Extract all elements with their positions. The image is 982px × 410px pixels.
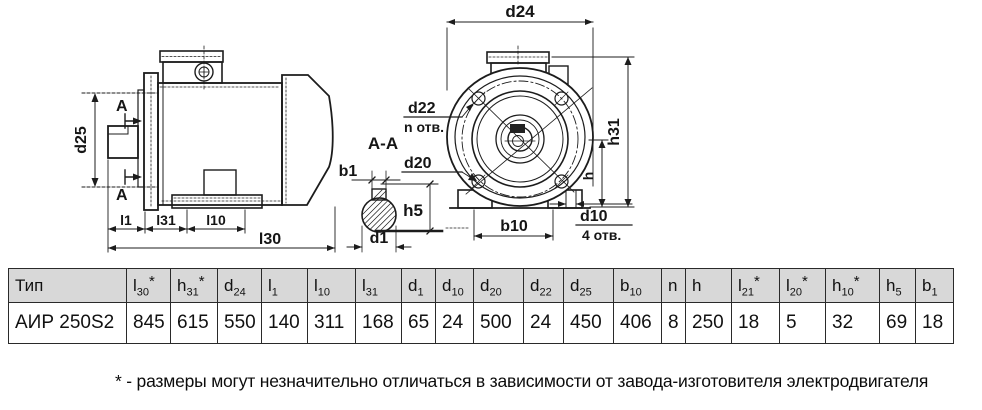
dim-label-d20: d20 xyxy=(404,155,432,172)
cell-h: 250 xyxy=(685,302,732,344)
col-header-h: h xyxy=(685,268,732,303)
dim-label-h31: h31 xyxy=(606,118,623,146)
col-header-l21: l21* xyxy=(731,268,780,303)
col-header-h10: h10* xyxy=(825,268,880,303)
col-header-l20: l20* xyxy=(779,268,826,303)
cell-h31: 615 xyxy=(170,302,218,344)
col-header-n: n xyxy=(661,268,686,303)
dim-label-d22: d22 xyxy=(408,100,436,117)
bolt-circle xyxy=(461,80,579,198)
dim-label-l1: l1 xyxy=(120,212,132,228)
dim-label-d1: d1 xyxy=(370,230,389,247)
cell-n: 8 xyxy=(661,302,686,344)
cell-d1: 65 xyxy=(401,302,436,344)
dim-label-l10: l10 xyxy=(206,212,226,228)
cell-d22: 24 xyxy=(523,302,564,344)
front-view xyxy=(401,19,635,241)
cell-d10: 24 xyxy=(435,302,474,344)
col-header-h31: h31* xyxy=(170,268,218,303)
dim-label-d10: d10 xyxy=(580,208,608,225)
foot-pedestal xyxy=(203,169,237,196)
technical-drawing: d25 А А l1 l31 l10 l30 А-А b1 h5 d1 d24 … xyxy=(73,2,635,253)
side-view xyxy=(81,45,336,253)
motor-body xyxy=(157,82,283,206)
col-header-d1: d1 xyxy=(401,268,436,303)
col-header-h5: h5 xyxy=(879,268,916,303)
col-header-l10: l10 xyxy=(307,268,356,303)
cell-h10: 32 xyxy=(825,302,880,344)
dim-label-d24: d24 xyxy=(505,2,535,21)
cell-l20: 5 xyxy=(779,302,826,344)
section-marker-a-top: А xyxy=(116,98,128,115)
col-header-l30: l30* xyxy=(126,268,171,303)
table-row: АИР 250S2 845 615 550 140 311 168 65 24 … xyxy=(8,302,954,344)
cell-l10: 311 xyxy=(307,302,356,344)
dim-label-l30: l30 xyxy=(259,231,281,248)
col-header-l1: l1 xyxy=(261,268,308,303)
dim-label-l31: l31 xyxy=(156,212,176,228)
dim-label-b10: b10 xyxy=(500,218,528,235)
cell-l30: 845 xyxy=(126,302,171,344)
table-header-row: Тип l30* h31* d24 l1 l10 l31 d1 d10 d20 … xyxy=(8,268,954,303)
dim-label-b1: b1 xyxy=(339,163,358,180)
col-header-d22: d22 xyxy=(523,268,564,303)
col-header-type: Тип xyxy=(8,268,127,303)
col-header-d24: d24 xyxy=(217,268,262,303)
cell-l31: 168 xyxy=(355,302,402,344)
cell-d25: 450 xyxy=(563,302,614,344)
col-header-d10: d10 xyxy=(435,268,474,303)
col-header-d20: d20 xyxy=(473,268,524,303)
dim-label-h: h xyxy=(580,172,596,181)
foot-plate xyxy=(171,194,263,209)
col-header-b1: b1 xyxy=(915,268,954,303)
cell-h5: 69 xyxy=(879,302,916,344)
cell-d20: 500 xyxy=(473,302,524,344)
fan-cowl xyxy=(281,74,334,206)
dim-label-h5: h5 xyxy=(403,201,423,220)
section-marker-a-bottom: А xyxy=(116,187,128,204)
terminal-box xyxy=(162,61,223,84)
col-header-b10: b10 xyxy=(613,268,662,303)
footnote: * - размеры могут незначительно отличать… xyxy=(115,371,929,391)
flange-holes xyxy=(471,91,569,189)
shaft xyxy=(107,125,139,159)
dim-label-n-otv: n отв. xyxy=(404,119,444,135)
col-header-d25: d25 xyxy=(563,268,614,303)
section-title-aa: А-А xyxy=(368,134,398,153)
cell-l21: 18 xyxy=(731,302,780,344)
cell-l1: 140 xyxy=(261,302,308,344)
dim-label-d25: d25 xyxy=(73,126,90,154)
dim-label-4-otv: 4 отв. xyxy=(582,227,621,243)
cell-type: АИР 250S2 xyxy=(8,302,127,344)
cell-d24: 550 xyxy=(217,302,262,344)
dimensions-table: Тип l30* h31* d24 l1 l10 l31 d1 d10 d20 … xyxy=(8,268,954,344)
col-header-l31: l31 xyxy=(355,268,402,303)
section-view-aa xyxy=(346,170,444,253)
cell-b1: 18 xyxy=(915,302,954,344)
cell-b10: 406 xyxy=(613,302,662,344)
keyway xyxy=(371,188,387,201)
